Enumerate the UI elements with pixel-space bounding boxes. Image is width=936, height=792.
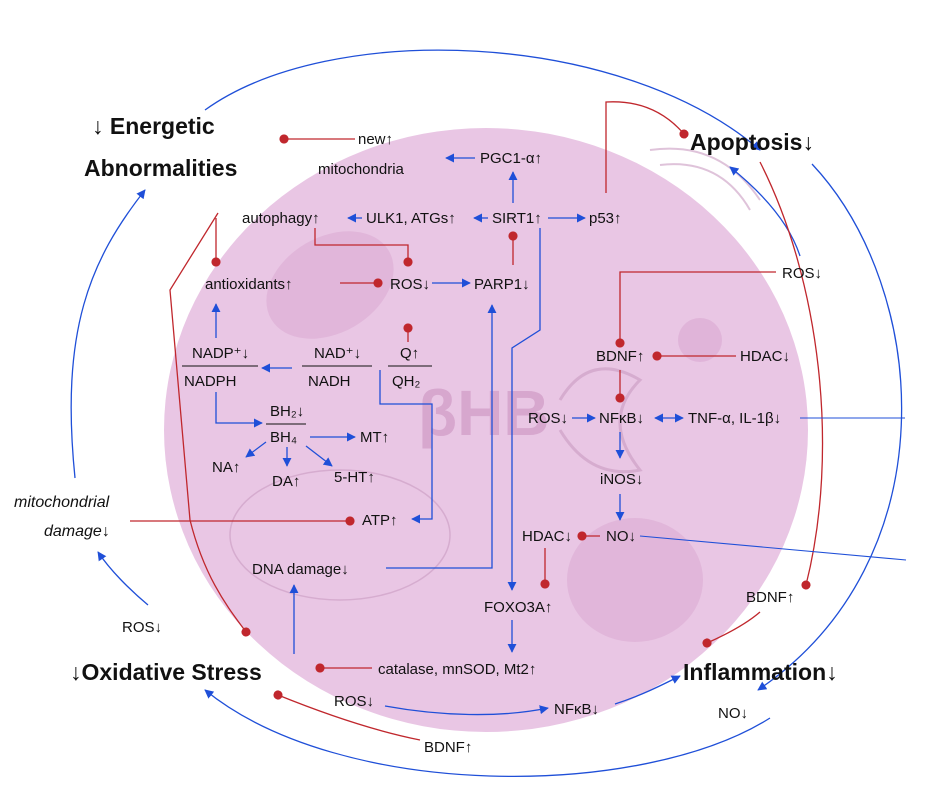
energetic-title-2: Abnormalities: [84, 155, 237, 181]
node-hdac-top: HDAC↓: [740, 348, 790, 365]
arc-left: [70, 189, 146, 479]
node-catalase: catalase, mnSOD, Mt2↑: [378, 661, 536, 678]
inflammation-title: Inflammation↓: [683, 659, 838, 685]
nadph-to-bh: [215, 392, 263, 428]
node-sirt1: SIRT1↑: [492, 210, 542, 227]
dna-to-parp: [386, 304, 497, 569]
node-ros-right: ROS↓: [782, 265, 822, 282]
node-nadp-bottom: NADPH: [184, 373, 237, 390]
node-ros-center: ROS↓: [390, 276, 430, 293]
node-nfkb: NFκB↓: [599, 410, 644, 427]
node-parp1: PARP1↓: [474, 276, 530, 293]
nfkb-to-inflammation: [614, 675, 681, 705]
node-ulk1: ULK1, ATGs↑: [366, 210, 456, 227]
mitochondrion-shape: [266, 231, 394, 339]
node-bdnf-right: BDNF↑: [596, 348, 644, 365]
watermark: βHB: [418, 377, 550, 449]
bh4-to-na: [245, 441, 267, 458]
node-atp: ATP↑: [362, 512, 398, 529]
node-mito-damage-2: damage↓: [44, 523, 110, 540]
node-p53: p53↑: [589, 210, 622, 227]
node-nadp-top: NADP⁺↓: [192, 345, 249, 362]
node-nad-bottom: NADH: [308, 373, 351, 390]
node-ros-bottom: ROS↓: [334, 693, 374, 710]
node-5ht: 5-HT↑: [334, 469, 375, 486]
node-foxo3a: FOXO3A↑: [484, 599, 552, 616]
small-organelle: [678, 318, 722, 362]
sirt-to-foxo: [507, 228, 541, 591]
node-bh4: BH₄: [270, 429, 297, 446]
p53-to-apoptosis: [605, 101, 689, 193]
arc-top: [204, 49, 761, 151]
energetic-to-oxidative: [169, 212, 251, 637]
er-shape: [558, 367, 643, 474]
node-hdac-mid: HDAC↓: [522, 528, 572, 545]
node-autophagy: autophagy↑: [242, 210, 320, 227]
inhib-apop-bdnf: [759, 161, 824, 590]
inhib-infl-bdnf: [702, 611, 761, 648]
node-dna-damage: DNA damage↓: [252, 561, 349, 578]
node-mt: MT↑: [360, 429, 389, 446]
node-new-mito-2: mitochondria: [318, 161, 405, 178]
node-inos: iNOS↓: [600, 471, 643, 488]
autophagy-to-ros: [314, 228, 413, 267]
nucleus-shape: [567, 518, 703, 642]
bh4-to-5ht: [305, 445, 333, 467]
ros-nfkb-bottom: [384, 705, 549, 716]
node-new-mito-1: new↑: [358, 131, 393, 148]
node-da: DA↑: [272, 473, 300, 490]
node-na: NA↑: [212, 459, 240, 476]
arc-ros-ll: [97, 551, 149, 606]
arc-ros-apoptosis: [729, 166, 801, 257]
node-mito-damage-1: mitochondrial: [14, 494, 110, 511]
node-q-bottom: QH₂: [392, 373, 421, 390]
node-ros-lower-left: ROS↓: [122, 619, 162, 636]
inhib-bdnf-bottom: [273, 690, 421, 741]
oxidative-title: ↓Oxidative Stress: [70, 659, 262, 685]
node-antioxidants: antioxidants↑: [205, 276, 293, 293]
node-ros-nfkb: ROS↓: [528, 410, 568, 427]
arc-right: [757, 163, 903, 691]
node-nfkb-bottom: NFκB↓: [554, 701, 599, 718]
node-q-top: Q↑: [400, 345, 419, 362]
node-bh2: BH₂↓: [270, 403, 304, 420]
no-to-arc: [639, 535, 907, 561]
node-bdnf-bottom: BDNF↑: [424, 739, 472, 756]
node-nad-top: NAD⁺↓: [314, 345, 361, 362]
node-bdnf-lower-right: BDNF↑: [746, 589, 794, 606]
node-no-mid: NO↓: [606, 528, 636, 545]
apoptosis-title: Apoptosis↓: [690, 129, 814, 155]
ros-to-bdnf: [615, 271, 776, 348]
nadh-to-atp: [379, 370, 433, 524]
arc-bottom: [204, 689, 771, 778]
golgi-shape: [649, 147, 761, 211]
energetic-title-1: ↓ Energetic: [92, 113, 215, 139]
node-tnf: TNF-α, IL-1β↓: [688, 410, 781, 427]
node-pgc1a: PGC1-α↑: [480, 150, 542, 167]
vesicle-shape: [229, 469, 451, 601]
node-no-bottom: NO↓: [718, 705, 748, 722]
